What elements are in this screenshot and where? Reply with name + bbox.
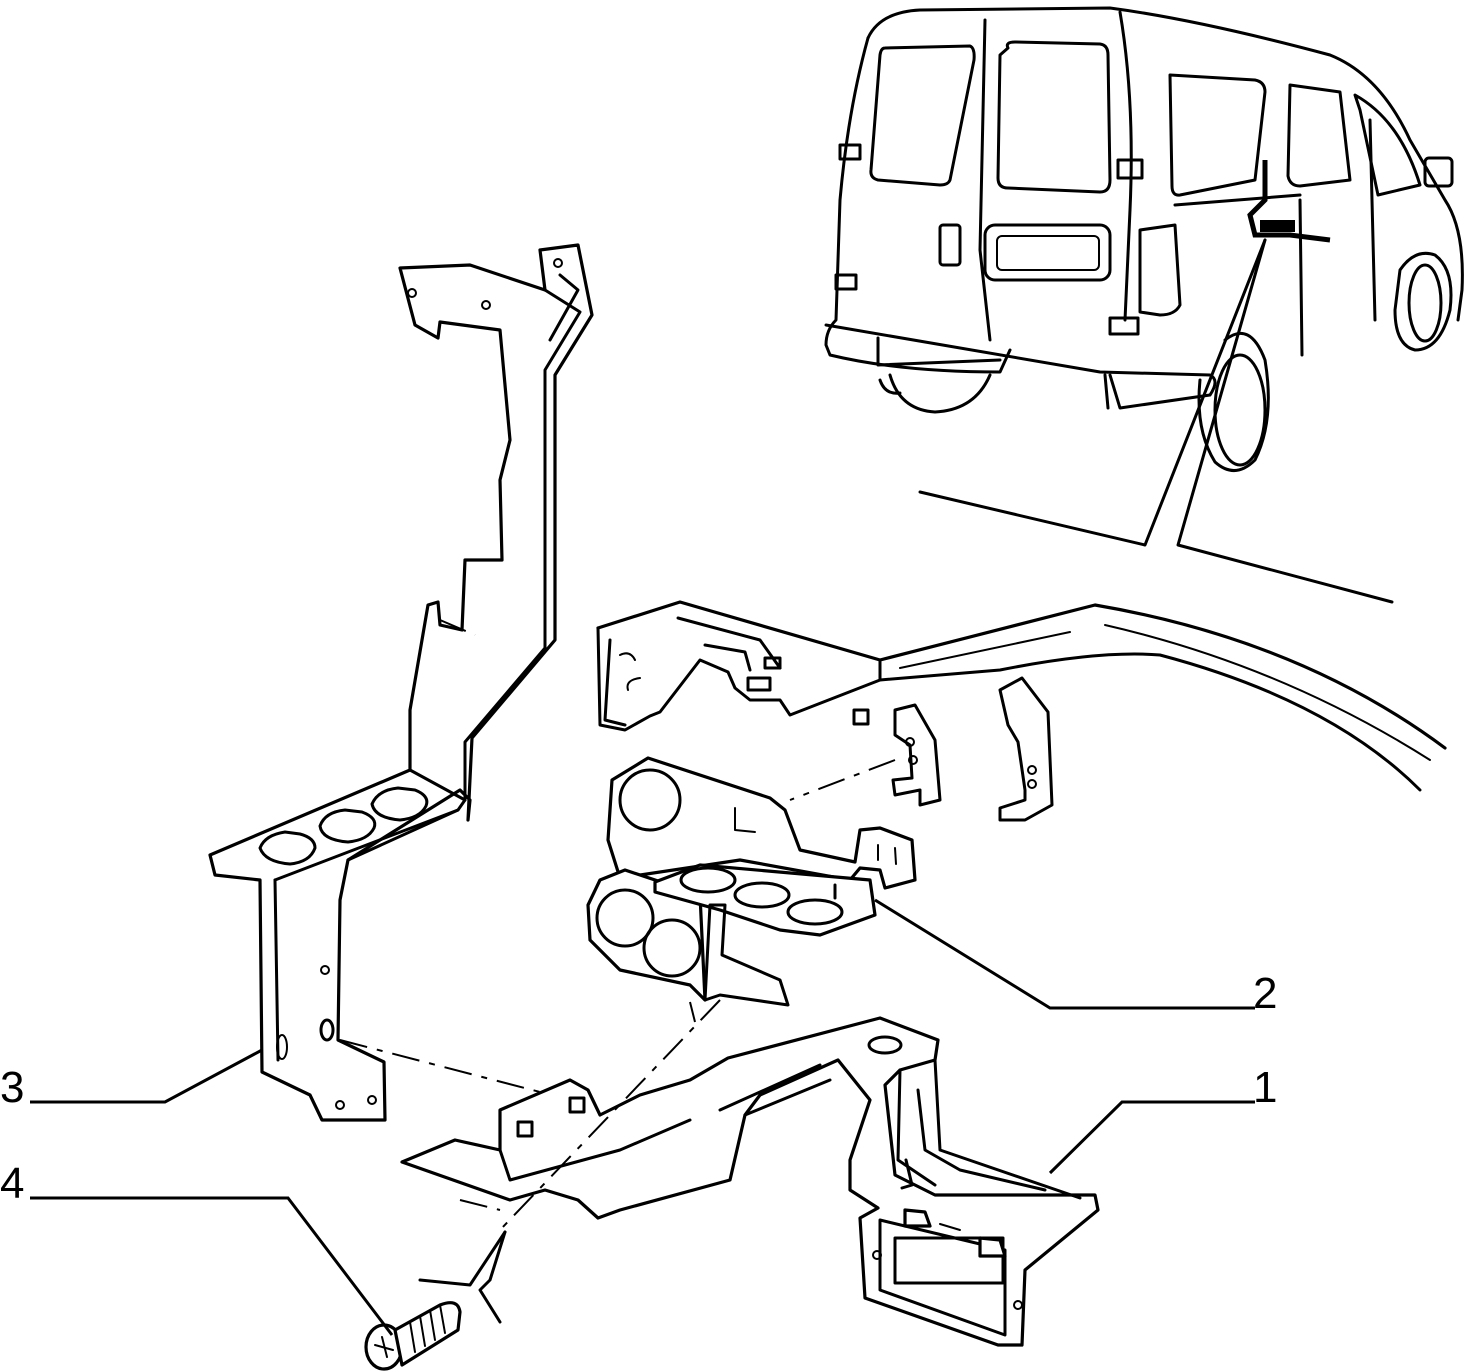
- part-2-bracket: [586, 756, 917, 1007]
- part-4-screw: [364, 1301, 462, 1371]
- part-3-bracket: [208, 243, 594, 1122]
- part-1-bracket: [400, 1016, 1100, 1347]
- leader-lines: [30, 898, 1255, 1336]
- callout-4: 4: [0, 1159, 24, 1208]
- assembly-dash-lines: [339, 619, 896, 1324]
- callout-1: 1: [1253, 1063, 1277, 1112]
- van-illustration: [824, 6, 1464, 604]
- callout-3: 3: [0, 1063, 24, 1112]
- crossmember-frame: [596, 600, 1447, 822]
- callout-2: 2: [1253, 969, 1277, 1018]
